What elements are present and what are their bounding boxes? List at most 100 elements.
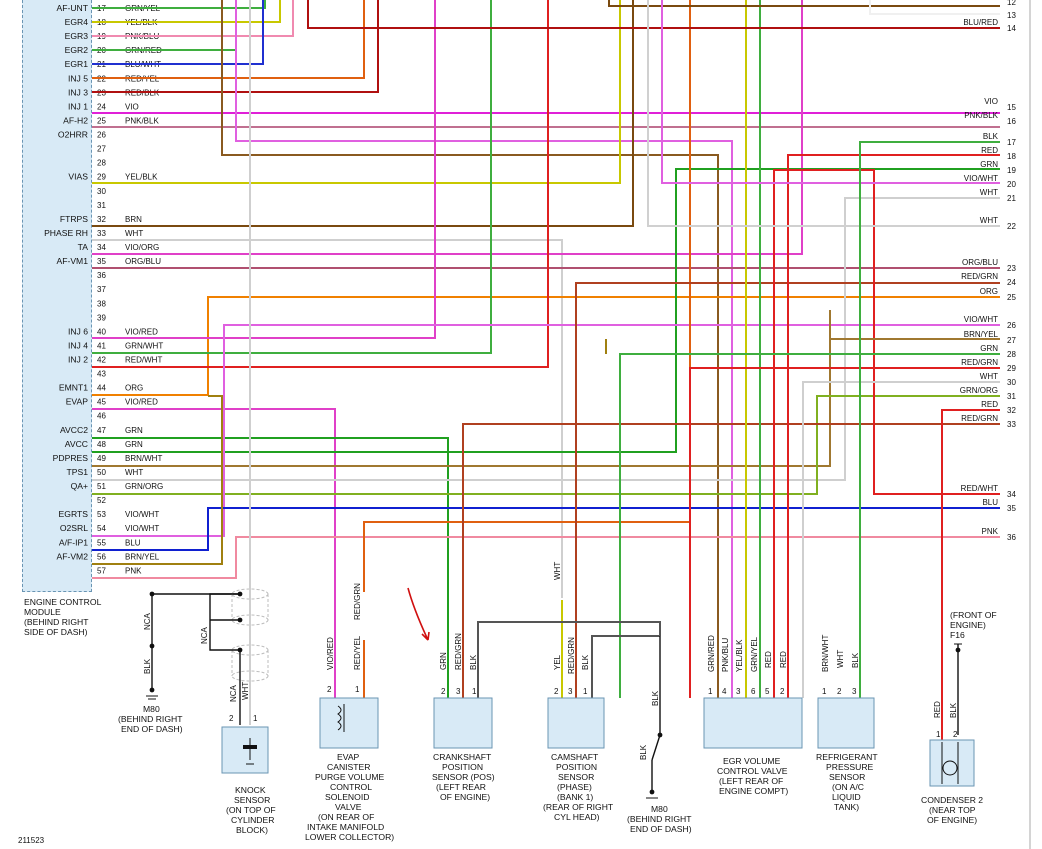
right-wire-number: 15 bbox=[1007, 103, 1016, 112]
wire-segment bbox=[92, 437, 449, 698]
wire-segment bbox=[92, 408, 336, 698]
cam-pin-1: 1 bbox=[583, 687, 588, 696]
right-wire-number: 34 bbox=[1007, 490, 1016, 499]
wire-segment bbox=[608, 0, 1000, 7]
egr-valve: GRN/RED PNK/BLU YEL/BLK GRN/YEL RED RED … bbox=[703, 635, 803, 796]
wire-segment bbox=[941, 409, 1000, 740]
ecm-pin-label: EGR3 bbox=[65, 31, 89, 41]
ecm-pin-number: 45 bbox=[97, 398, 106, 407]
figure-id: 211523 bbox=[18, 836, 45, 845]
wire-segment bbox=[859, 141, 1000, 698]
knock-caption-1: KNOCK bbox=[235, 785, 266, 795]
right-wire-color: RED/WHT bbox=[961, 484, 998, 493]
ecm-wire-color: VIO/WHT bbox=[125, 510, 159, 519]
right-wire-number: 31 bbox=[1007, 392, 1016, 401]
ecm-pin-number: 50 bbox=[97, 468, 106, 477]
egr-caption-1: EGR VOLUME bbox=[723, 756, 781, 766]
ecm-wire-color: VIO/WHT bbox=[125, 524, 159, 533]
wire-segment bbox=[92, 0, 436, 339]
knock-wire-nca: NCA bbox=[229, 684, 238, 702]
m80-left-label-1: M80 bbox=[143, 704, 160, 714]
right-wire-number: 16 bbox=[1007, 117, 1016, 126]
ecm-pin-number: 25 bbox=[97, 116, 106, 125]
ecm-pin-label: EMNT1 bbox=[59, 383, 88, 393]
cam-caption-5: (BANK 1) bbox=[557, 792, 593, 802]
ecm-pin-label: EGR1 bbox=[65, 59, 89, 69]
wire-segment bbox=[207, 296, 1000, 395]
egr-caption-2: CONTROL VALVE bbox=[717, 766, 788, 776]
ecm-pin-label: AVCC bbox=[65, 439, 88, 449]
right-wire-number: 23 bbox=[1007, 264, 1016, 273]
right-wire-color: BRN/YEL bbox=[964, 330, 999, 339]
wire-segment bbox=[92, 395, 223, 565]
cam-wire-red-grn: RED/GRN bbox=[567, 637, 576, 674]
egr-pin-5: 5 bbox=[765, 687, 770, 696]
ecm-pin-number: 51 bbox=[97, 482, 106, 491]
handwritten-mark bbox=[407, 587, 430, 641]
right-wire-color: ORG bbox=[980, 287, 998, 296]
right-wire-number: 36 bbox=[1007, 533, 1016, 542]
evap-wire-vio-red: VIO/RED bbox=[326, 637, 335, 670]
ecm-pin-number: 30 bbox=[97, 187, 106, 196]
evap-wire-red-grn: RED/GRN bbox=[353, 583, 362, 620]
egr-wire-4: GRN/YEL bbox=[750, 636, 759, 672]
cam-pin-2: 2 bbox=[554, 687, 559, 696]
wire-segment bbox=[92, 0, 365, 79]
right-wire-number: 17 bbox=[1007, 138, 1016, 147]
ecm-pin-label: INJ 4 bbox=[68, 340, 88, 350]
wire-segment bbox=[307, 0, 1000, 29]
ecm-pin-label: INJ 2 bbox=[68, 355, 88, 365]
knock-nca-upper: NCA bbox=[200, 626, 209, 644]
wire-segment bbox=[92, 0, 621, 184]
ecm-wire-color: BLU bbox=[125, 538, 141, 547]
refrig-pin-1: 1 bbox=[822, 687, 827, 696]
wire-segment bbox=[92, 507, 1000, 551]
right-wire-color: BLU/RED bbox=[963, 18, 998, 27]
condenser-caption-1: CONDENSER 2 bbox=[921, 795, 983, 805]
right-wire-color: WHT bbox=[980, 188, 998, 197]
ecm-wire-color: BRN/WHT bbox=[125, 454, 162, 463]
ecm-pin-label: EGRTS bbox=[59, 509, 89, 519]
ecm-pin-label: AVCC2 bbox=[60, 425, 88, 435]
condenser-caption-3: OF ENGINE) bbox=[927, 815, 977, 825]
knock-caption-2: SENSOR bbox=[234, 795, 270, 805]
m80-right-wire-2: BLK bbox=[639, 744, 648, 760]
ecm-pin-label: VIAS bbox=[68, 172, 88, 182]
crank-pin-1: 1 bbox=[472, 687, 477, 696]
wire-segment bbox=[92, 0, 379, 93]
crank-wire-grn: GRN bbox=[439, 652, 448, 670]
ecm-pin-number: 46 bbox=[97, 412, 106, 421]
cam-wire-blk: BLK bbox=[581, 654, 590, 670]
condenser-ground-2: ENGINE) bbox=[950, 620, 986, 630]
ecm-wire-color: GRN/ORG bbox=[125, 482, 163, 491]
right-wire-color: WHT bbox=[980, 372, 998, 381]
wire-segment bbox=[575, 282, 1000, 698]
ecm-pin-label: EVAP bbox=[66, 397, 89, 407]
cam-caption-6: (REAR OF RIGHT bbox=[543, 802, 614, 812]
ecm-pin-label: O2SRL bbox=[60, 523, 88, 533]
wire-segment bbox=[477, 621, 661, 698]
ecm-pin-number: 44 bbox=[97, 384, 106, 393]
refrig-wire-1: BRN/WHT bbox=[821, 635, 830, 672]
right-wire-number: 27 bbox=[1007, 336, 1016, 345]
knock-caption-4: CYLINDER bbox=[231, 815, 274, 825]
right-wire-color: BRN bbox=[981, 0, 998, 1]
right-wire-number: 35 bbox=[1007, 504, 1016, 513]
ecm-pin-label: FTRPS bbox=[60, 214, 88, 224]
wire-segment bbox=[92, 0, 281, 23]
evap-wire-red-yel: RED/YEL bbox=[353, 635, 362, 670]
ecm-pin-label: EGR4 bbox=[65, 17, 89, 27]
crank-caption-5: OF ENGINE) bbox=[440, 792, 490, 802]
ground-m80-right: BLK BLK M80 (BEHIND RIGHT END OF DASH) bbox=[627, 636, 692, 834]
wire-segment bbox=[787, 154, 1000, 698]
m80-left-wire-blk: BLK bbox=[143, 658, 152, 674]
refrig-caption-3: SENSOR bbox=[829, 772, 865, 782]
wire-segment bbox=[92, 536, 1000, 579]
wire-segment bbox=[462, 423, 1000, 698]
ecm-pin-label: TPS1 bbox=[67, 467, 89, 477]
refrig-pin-2: 2 bbox=[837, 687, 842, 696]
ecm-pin-number: 26 bbox=[97, 131, 106, 140]
wire-segment bbox=[92, 239, 563, 598]
right-wire-color: GRN bbox=[980, 344, 998, 353]
ecm-pin-label: INJ 6 bbox=[68, 326, 88, 336]
